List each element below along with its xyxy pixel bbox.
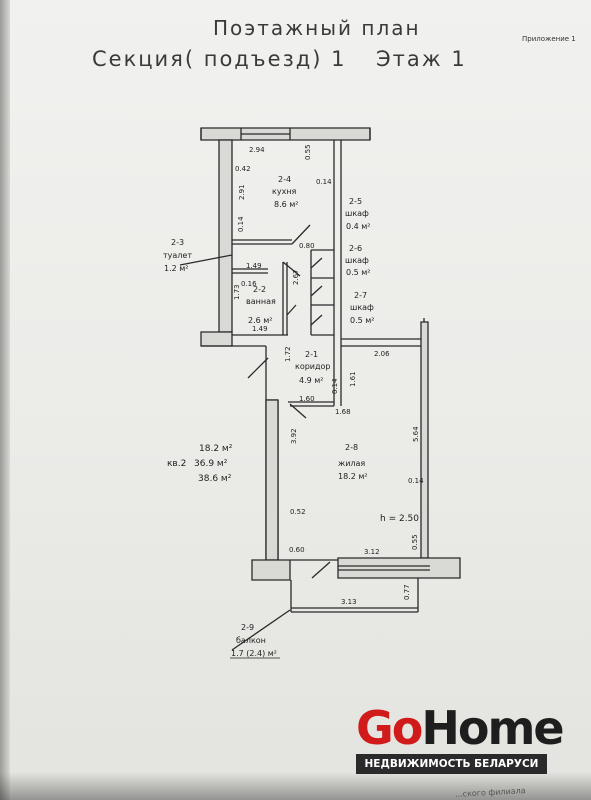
apartment-summary: 18.2 м² кв.2 36.9 м² 38.6 м² (167, 444, 233, 484)
svg-text:3.92: 3.92 (290, 428, 298, 444)
plan-title: Поэтажный план (213, 16, 421, 40)
svg-text:2.06: 2.06 (374, 350, 390, 358)
svg-text:0.4 м²: 0.4 м² (346, 222, 371, 231)
svg-text:2-6: 2-6 (349, 244, 362, 253)
svg-text:0.5 м²: 0.5 м² (350, 316, 375, 325)
svg-text:2-2: 2-2 (253, 285, 266, 294)
svg-text:2-8: 2-8 (345, 443, 358, 452)
svg-text:18.2 м²: 18.2 м² (338, 472, 368, 481)
svg-text:2.94: 2.94 (249, 146, 265, 154)
svg-text:0.16: 0.16 (241, 280, 257, 288)
svg-text:1.49: 1.49 (246, 262, 262, 270)
svg-text:0.14: 0.14 (331, 378, 339, 394)
room-labels: 2-4 кухня 8.6 м² 2-5 шкаф 0.4 м² 2-6 шка… (163, 175, 419, 659)
svg-text:h = 2.50: h = 2.50 (380, 514, 419, 524)
svg-text:шкаф: шкаф (345, 209, 369, 218)
svg-text:2.6 м²: 2.6 м² (248, 316, 273, 325)
svg-text:0.42: 0.42 (235, 165, 251, 173)
svg-text:шкаф: шкаф (345, 256, 369, 265)
svg-text:2-3: 2-3 (171, 238, 184, 247)
svg-text:1.49: 1.49 (252, 325, 268, 333)
svg-text:1.2 м²: 1.2 м² (164, 264, 189, 273)
svg-text:1.73: 1.73 (233, 284, 241, 300)
svg-text:3.13: 3.13 (341, 598, 357, 606)
dimension-labels: 2.94 0.55 0.42 2.91 0.14 0.80 0.14 1.49 … (233, 144, 424, 606)
svg-text:0.5 м²: 0.5 м² (346, 268, 371, 277)
svg-text:0.80: 0.80 (299, 242, 315, 250)
svg-text:0.60: 0.60 (289, 546, 305, 554)
svg-text:2.67: 2.67 (292, 269, 300, 285)
page-fold-shadow (0, 0, 10, 800)
svg-text:4.9 м²: 4.9 м² (299, 376, 324, 385)
svg-text:2.91: 2.91 (238, 184, 246, 200)
svg-text:38.6 м²: 38.6 м² (198, 474, 232, 484)
svg-text:балкон: балкон (236, 636, 266, 645)
svg-text:1.72: 1.72 (284, 346, 292, 362)
svg-text:шкаф: шкаф (350, 303, 374, 312)
svg-text:2-9: 2-9 (241, 623, 254, 632)
section-label: Секция( подъезд) 1 (92, 47, 347, 71)
svg-text:туалет: туалет (163, 251, 192, 260)
svg-text:1.61: 1.61 (349, 371, 357, 387)
plan-walls (179, 127, 461, 651)
svg-text:2-5: 2-5 (349, 197, 362, 206)
svg-text:0.55: 0.55 (411, 534, 419, 550)
appendix-label: Приложение 1 (522, 35, 576, 43)
floor-label: Этаж 1 (376, 47, 467, 71)
svg-text:2-4: 2-4 (278, 175, 291, 184)
svg-text:36.9 м²: 36.9 м² (194, 459, 228, 469)
svg-text:2-7: 2-7 (354, 291, 367, 300)
svg-text:1.7 (2.4) м²: 1.7 (2.4) м² (231, 649, 277, 658)
svg-text:3.12: 3.12 (364, 548, 380, 556)
svg-text:0.14: 0.14 (237, 216, 245, 232)
svg-text:8.6 м²: 8.6 м² (274, 200, 299, 209)
svg-text:0.14: 0.14 (316, 178, 332, 186)
svg-text:кв.2: кв.2 (167, 459, 186, 469)
svg-text:1.60: 1.60 (299, 395, 315, 403)
svg-text:кухня: кухня (272, 187, 297, 196)
svg-text:5.64: 5.64 (412, 426, 420, 442)
svg-text:0.14: 0.14 (408, 477, 424, 485)
svg-text:0.77: 0.77 (403, 584, 411, 600)
svg-text:ванная: ванная (246, 297, 276, 306)
watermark-tagline: НЕДВИЖИМОСТЬ БЕЛАРУСИ (356, 754, 547, 774)
svg-text:18.2 м²: 18.2 м² (199, 444, 233, 454)
photo-bottom-shadow (0, 772, 591, 800)
gohome-logo: GoHome (356, 701, 565, 755)
svg-text:2-1: 2-1 (305, 350, 318, 359)
svg-text:1.68: 1.68 (335, 408, 351, 416)
svg-text:0.55: 0.55 (304, 144, 312, 160)
svg-text:коридор: коридор (295, 362, 331, 371)
svg-text:жилая: жилая (338, 459, 365, 468)
svg-text:0.52: 0.52 (290, 508, 306, 516)
